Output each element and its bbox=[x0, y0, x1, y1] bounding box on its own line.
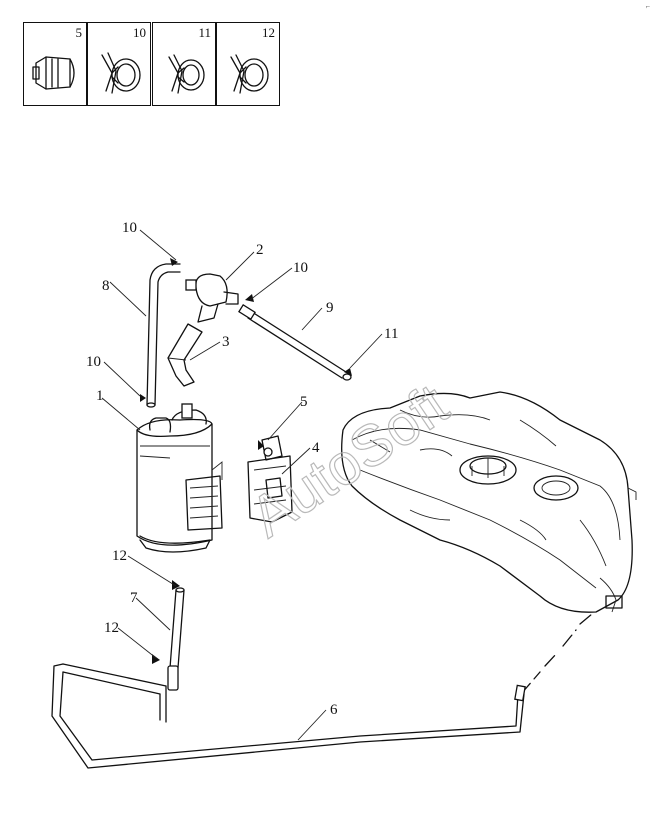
callout-12-a: 12 bbox=[112, 548, 127, 564]
fuel-tank bbox=[341, 391, 637, 613]
clip-markers bbox=[140, 258, 352, 664]
callout-2: 2 bbox=[256, 242, 264, 258]
hose-7 bbox=[167, 587, 185, 691]
hose-8 bbox=[146, 263, 181, 408]
callouts: 10 2 10 8 9 3 11 10 1 5 4 12 7 12 6 bbox=[86, 220, 398, 718]
callout-1: 1 bbox=[96, 388, 104, 404]
legend-box-clip-12: 12 bbox=[216, 22, 280, 106]
corner-mark: ⌐ bbox=[645, 2, 650, 11]
bracket-4 bbox=[247, 435, 293, 523]
valve-2 bbox=[185, 273, 239, 323]
legend-box-clip-11: 11 bbox=[152, 22, 216, 106]
line-9 bbox=[238, 304, 352, 381]
callout-9: 9 bbox=[326, 300, 334, 316]
callout-10-c: 10 bbox=[86, 354, 101, 370]
callout-8: 8 bbox=[102, 278, 110, 294]
callout-12-b: 12 bbox=[104, 620, 119, 636]
callout-5: 5 bbox=[300, 394, 308, 410]
callout-4: 4 bbox=[312, 440, 320, 456]
legend-number: 12 bbox=[262, 25, 275, 40]
bracket-3 bbox=[167, 323, 203, 387]
hose-clamp-icon bbox=[230, 54, 269, 94]
hose-clamp-icon bbox=[168, 54, 205, 94]
callout-7: 7 bbox=[130, 590, 138, 606]
callout-10-a: 10 bbox=[122, 220, 137, 236]
legend-box-clip-5: 5 bbox=[23, 22, 87, 106]
vapor-line-6 bbox=[51, 613, 593, 769]
leader-lines bbox=[101, 229, 383, 741]
legend-box-clip-10: 10 bbox=[87, 22, 151, 106]
canister-1 bbox=[136, 403, 223, 553]
watermark: AutoSoft bbox=[239, 372, 460, 550]
hose-clamp-icon bbox=[101, 52, 141, 94]
legend-number: 5 bbox=[75, 25, 83, 40]
callout-6: 6 bbox=[330, 702, 338, 718]
spring-clip-icon bbox=[32, 56, 75, 90]
legend-number: 11 bbox=[198, 25, 211, 40]
legend-number: 10 bbox=[133, 25, 146, 40]
callout-11: 11 bbox=[384, 326, 398, 342]
callout-3: 3 bbox=[222, 334, 230, 350]
callout-10-b: 10 bbox=[293, 260, 308, 276]
